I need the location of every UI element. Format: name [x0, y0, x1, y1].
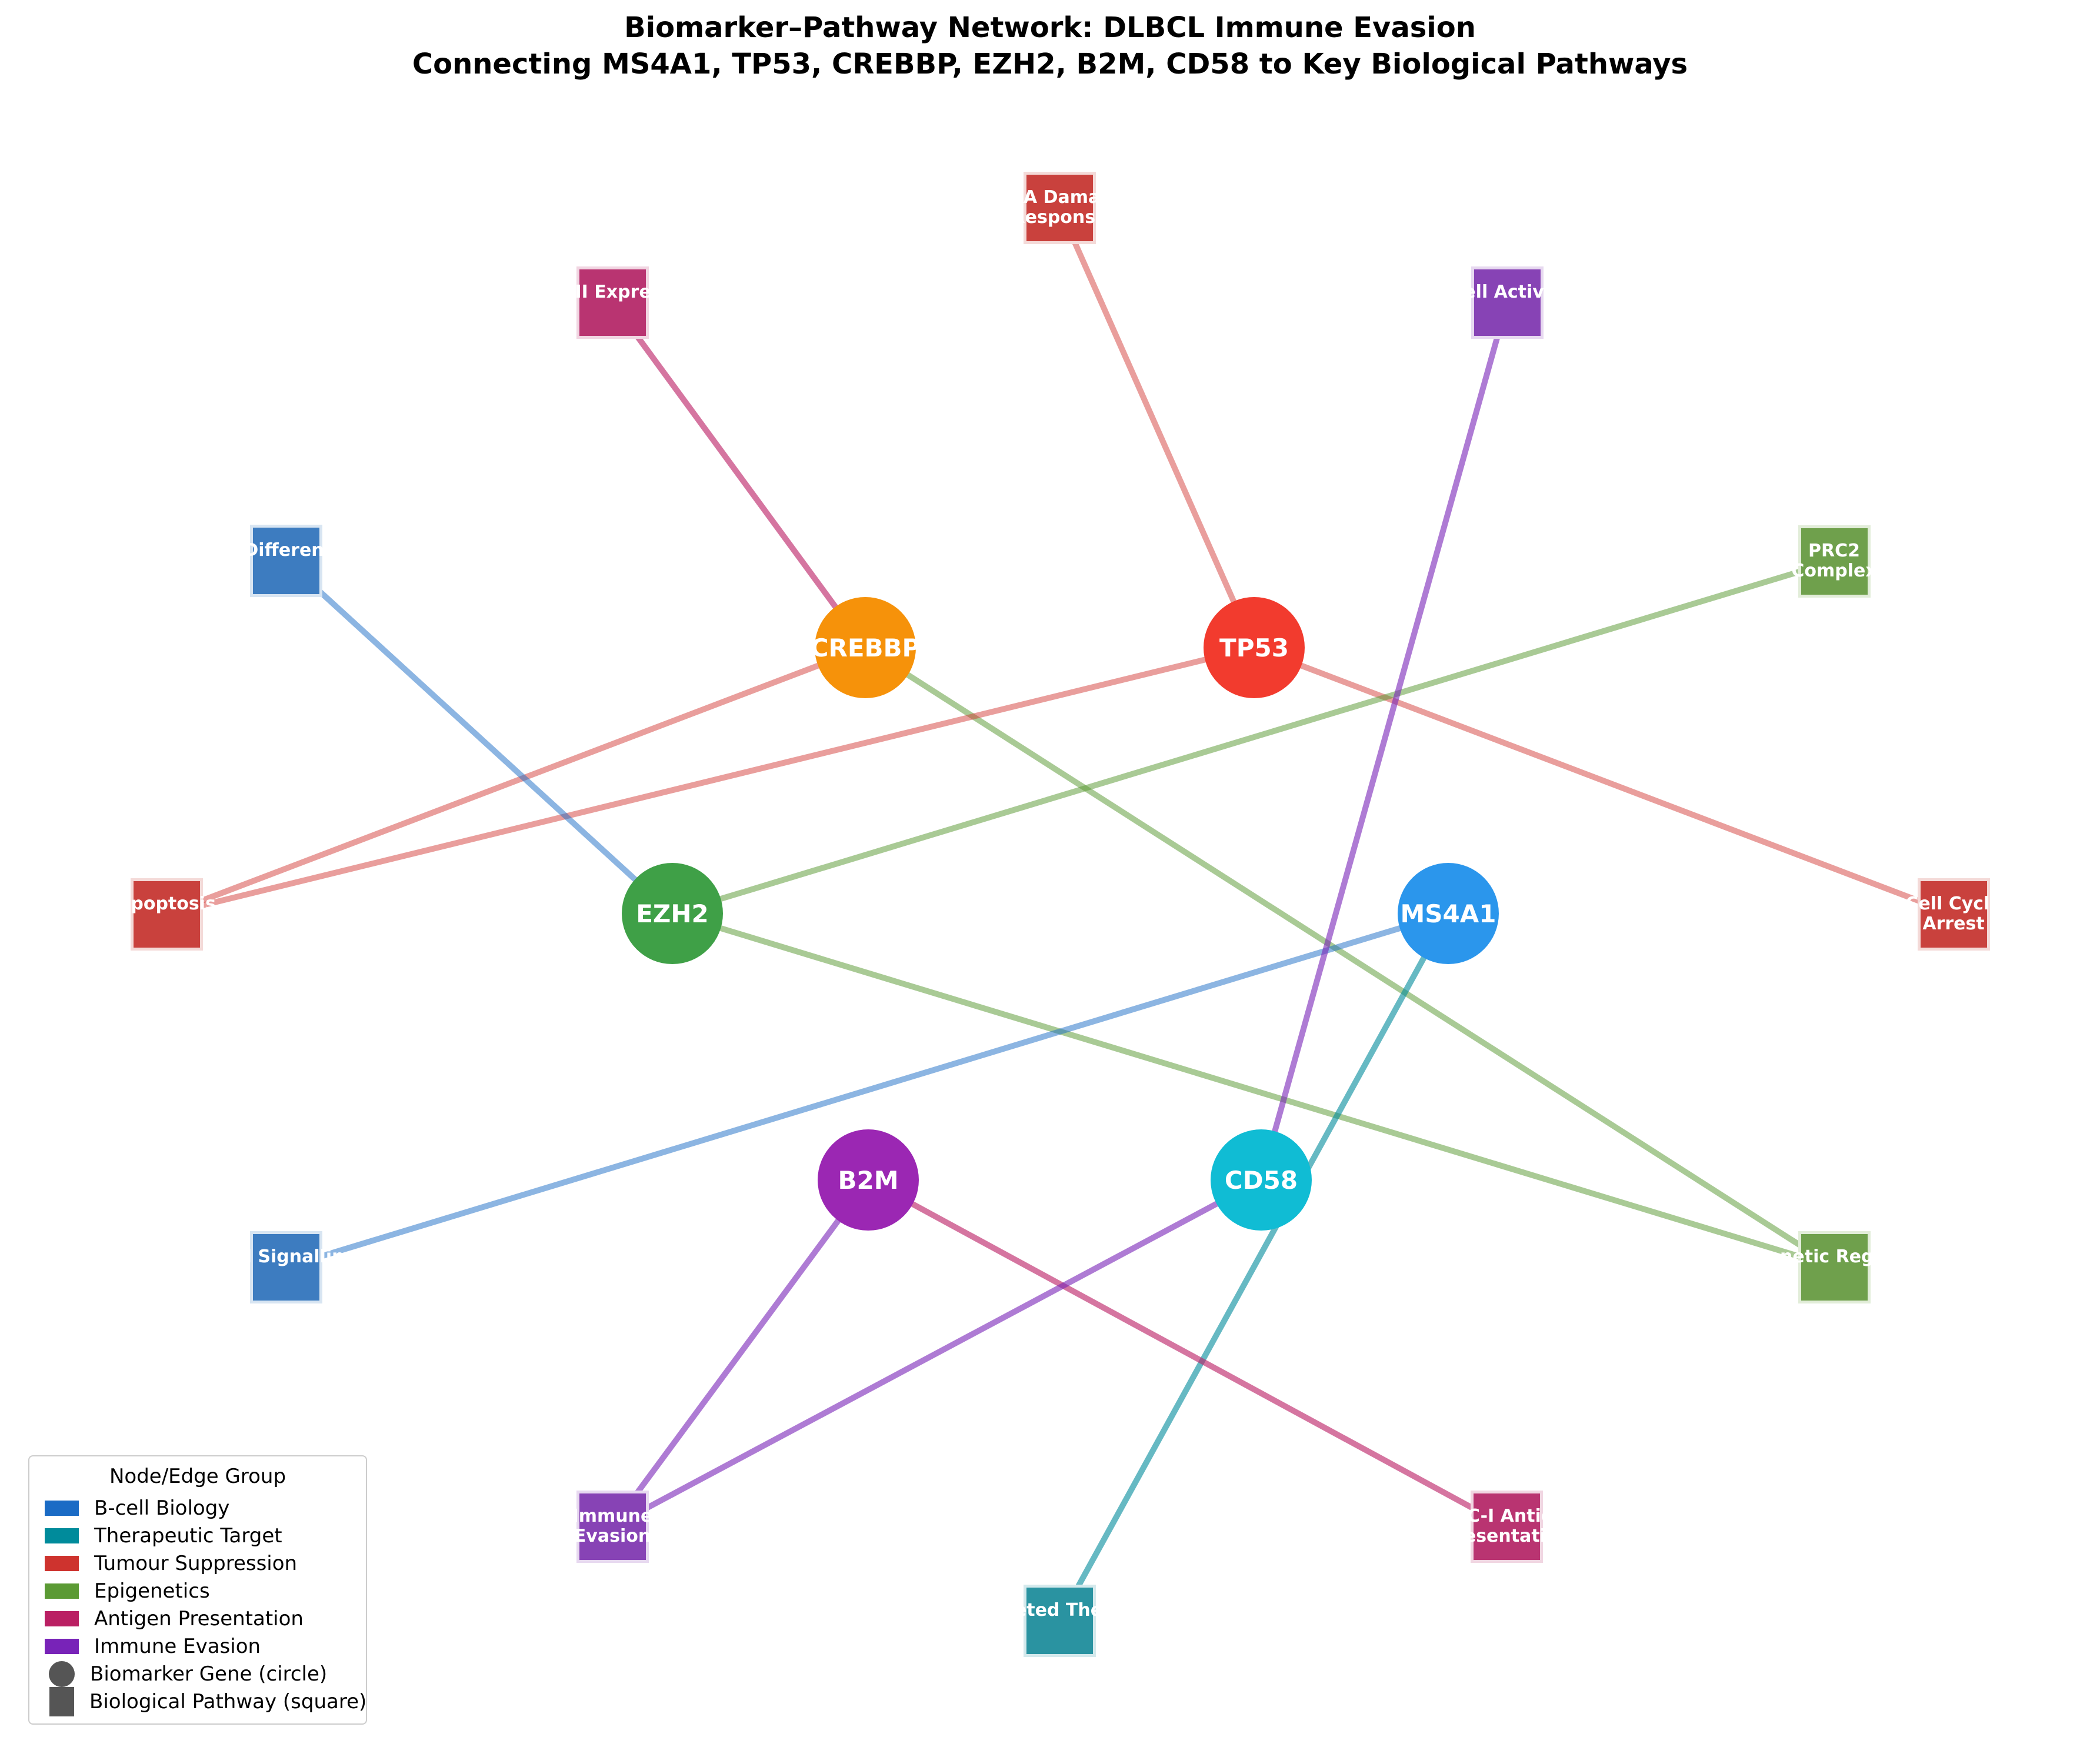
legend-swatch [45, 1528, 79, 1543]
edge-imm_evasion-B2M [609, 1178, 871, 1528]
gene-node-TP53: TP53 [1204, 597, 1305, 698]
pathway-node-mhc2_expr: MHC-II Expression [522, 266, 703, 339]
pathway-label-apoptosis: Apoptosis [117, 893, 216, 914]
legend-item-label: Immune Evasion [94, 1634, 261, 1658]
gene-label-CD58: CD58 [1224, 1165, 1298, 1195]
gene-label-CREBBP: CREBBP [810, 633, 921, 662]
pathway-label-cell_sig: Cell Signalling [214, 1246, 358, 1267]
legend-item-5: Immune Evasion [29, 1632, 366, 1660]
pathway-label-epi_reg: Epigenetic Regulation [1724, 1246, 1944, 1267]
legend-marker-item-0: Biomarker Gene (circle) [29, 1660, 366, 1688]
edge-EZH2-prc2 [671, 558, 1835, 916]
pathway-node-bcell_diff: B-cell Differentiation [182, 524, 389, 597]
edge-EZH2-epi_reg [671, 911, 1835, 1270]
legend-item-1: Therapeutic Target [29, 1522, 366, 1549]
edge-mhc2_expr-CREBBP [609, 301, 868, 649]
pathway-node-nk_act: NK-cell Activation [1419, 266, 1595, 339]
pathway-node-cell_sig: Cell Signalling [215, 1231, 357, 1303]
edge-bcell_diff-EZH2 [284, 558, 675, 916]
gene-node-CD58: CD58 [1211, 1129, 1312, 1231]
gene-label-MS4A1: MS4A1 [1400, 899, 1496, 928]
pathway-node-imm_evasion: Immune Evasion [572, 1490, 652, 1563]
legend-item-label: Therapeutic Target [94, 1523, 282, 1548]
edge-nk_act-CD58 [1258, 301, 1510, 1181]
legend-swatch [45, 1500, 79, 1516]
pathway-node-prc2: PRC2 Complex [1791, 525, 1877, 598]
gene-node-B2M: B2M [818, 1129, 919, 1231]
legend-item-label: B-cell Biology [94, 1496, 230, 1520]
gene-label-EZH2: EZH2 [636, 899, 709, 928]
legend-swatch [45, 1583, 79, 1599]
pathway-node-apoptosis: Apoptosis [117, 878, 216, 951]
legend-item-2: Tumour Suppression [29, 1549, 366, 1577]
pathway-label-targeted: Targeted Therapy [971, 1600, 1148, 1621]
gene-node-EZH2: EZH2 [622, 863, 723, 964]
pathway-node-cell_cycle: Cell Cycle Arrest [1905, 878, 2002, 951]
edge-imm_evasion-CD58 [611, 1177, 1263, 1529]
figure-title-line1: Biomarker–Pathway Network: DLBCL Immune … [624, 11, 1476, 44]
pathway-node-mhc1_pres: MHC-I Antigen Presentation [1435, 1490, 1578, 1563]
pathway-label-nk_act: NK-cell Activation [1419, 282, 1595, 302]
pathway-node-targeted: Targeted Therapy [972, 1584, 1147, 1657]
edge-apoptosis-CREBBP [165, 645, 866, 917]
pathway-label-mhc1_pres: MHC-I Antigen Presentation [1434, 1506, 1579, 1546]
legend-title: Node/Edge Group [109, 1465, 286, 1488]
edge-cell_sig-MS4A1 [285, 911, 1449, 1270]
pathway-label-prc2: PRC2 Complex [1791, 541, 1877, 581]
legend-item-3: Epigenetics [29, 1577, 366, 1605]
legend-item-label: Tumour Suppression [94, 1551, 298, 1575]
square-marker-icon [49, 1686, 74, 1716]
legend-swatch [45, 1611, 79, 1626]
pathway-label-mhc2_expr: MHC-II Expression [522, 282, 703, 302]
pathway-label-dna_damage: DNA Damage Response [994, 187, 1125, 228]
edge-CREBBP-epi_reg [864, 645, 1836, 1270]
legend-swatch [45, 1555, 79, 1571]
legend-swatch [45, 1638, 79, 1654]
circle-marker-icon [49, 1661, 75, 1687]
legend-marker-item-1: Biological Pathway (square) [29, 1686, 367, 1716]
edge-B2M-mhc1_pres [866, 1177, 1508, 1529]
gene-label-B2M: B2M [838, 1165, 899, 1195]
gene-node-CREBBP: CREBBP [811, 597, 920, 698]
legend-marker-label: Biomarker Gene (circle) [90, 1662, 328, 1686]
legend-item-label: Antigen Presentation [94, 1606, 304, 1631]
pathway-label-cell_cycle: Cell Cycle Arrest [1905, 893, 2002, 934]
legend-item-4: Antigen Presentation [29, 1605, 366, 1632]
edge-TP53-cell_cycle [1253, 645, 1955, 917]
edge-dna_damage-TP53 [1056, 206, 1257, 649]
pathway-label-bcell_diff: B-cell Differentiation [182, 540, 390, 561]
pathway-node-epi_reg: Epigenetic Regulation [1725, 1231, 1944, 1303]
figure-title-line2: Connecting MS4A1, TP53, CREBBP, EZH2, B2… [412, 48, 1688, 81]
legend-item-0: B-cell Biology [29, 1494, 366, 1522]
legend-marker-label: Biological Pathway (square) [89, 1689, 367, 1713]
gene-label-TP53: TP53 [1219, 633, 1289, 662]
edge-targeted-MS4A1 [1056, 912, 1451, 1622]
figure-title: Biomarker–Pathway Network: DLBCL Immune … [0, 9, 2100, 82]
legend-item-label: Epigenetics [94, 1579, 210, 1603]
pathway-label-imm_evasion: Immune Evasion [572, 1506, 653, 1546]
edge-apoptosis-TP53 [165, 645, 1255, 917]
gene-node-MS4A1: MS4A1 [1398, 863, 1499, 964]
pathway-node-dna_damage: DNA Damage Response [994, 171, 1125, 244]
